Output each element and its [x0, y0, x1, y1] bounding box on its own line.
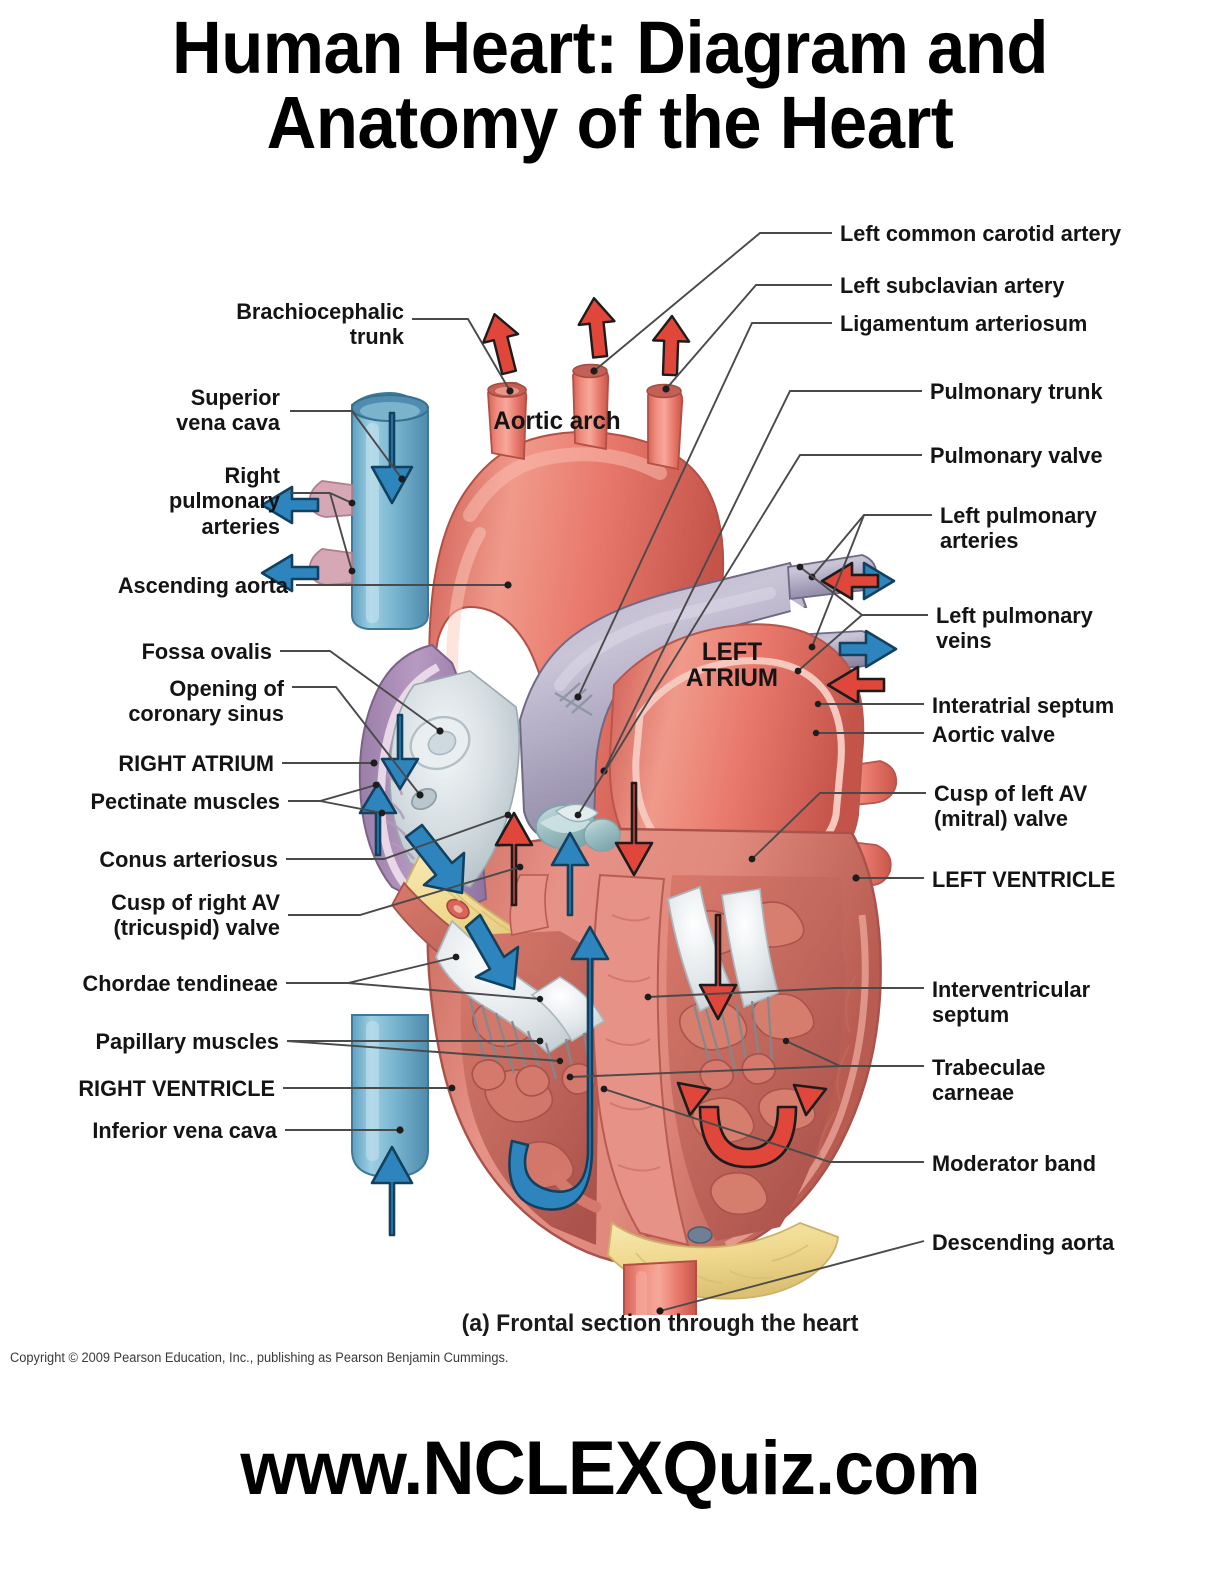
arrow-rpa-upper: [260, 485, 320, 525]
label-left-common-carotid-artery: Left common carotid artery: [840, 221, 1122, 246]
label-right-atrium: RIGHT ATRIUM: [118, 751, 275, 776]
arrow-ascending-aorta-up: [494, 811, 534, 907]
label-left-pulmonary-veins: Left pulmonary veins: [936, 603, 1093, 654]
label-trabeculae-carneae: Trabeculae carneae: [932, 1055, 1046, 1106]
arch-branch-flow-arrows: [481, 296, 691, 377]
leader-lines: [280, 232, 932, 1315]
label-opening-of-coronary-sinus: Opening of coronary sinus: [128, 676, 284, 727]
blood-flow-arrows: [260, 411, 898, 1237]
heart-diagram: Brachiocephalic trunk Superior vena cava…: [0, 215, 1220, 1315]
label-ascending-aorta: Ascending aorta: [117, 573, 288, 598]
arrow-rpa-lower: [260, 553, 320, 593]
label-aortic-valve: Aortic valve: [932, 722, 1056, 747]
arrow-rv-outflow: [508, 925, 610, 1211]
label-left-atrium: LEFT ATRIUM: [685, 638, 779, 693]
label-left-pulmonary-arteries: Left pulmonary arteries: [940, 503, 1097, 554]
arrow-lv-outflow: [698, 1105, 798, 1169]
label-superior-vena-cava: Superior vena cava: [176, 385, 280, 436]
arrow-ra-up: [358, 781, 398, 857]
site-url: www.NCLEXQuiz.com: [240, 1426, 980, 1511]
figure-caption: (a) Frontal section through the heart: [461, 1310, 859, 1337]
label-right-ventricle: RIGHT VENTRICLE: [78, 1076, 275, 1101]
label-papillary-muscles: Papillary muscles: [95, 1029, 279, 1054]
label-fossa-ovalis: Fossa ovalis: [141, 639, 272, 664]
copyright-notice: Copyright © 2009 Pearson Education, Inc.…: [10, 1350, 509, 1365]
heart-anatomy-illustration: [260, 232, 932, 1315]
label-right-pulmonary-arteries: Right pulmonary arteries: [168, 463, 280, 539]
label-pulmonary-valve: Pulmonary valve: [930, 443, 1103, 468]
page-title-line-1: Human Heart: Diagram and: [171, 6, 1049, 89]
page-title-line-2: Anatomy of the Heart: [266, 81, 954, 165]
arrow-ivc-up: [370, 1145, 414, 1237]
label-conus-arteriosus: Conus arteriosus: [99, 847, 278, 872]
label-descending-aorta: Descending aorta: [932, 1230, 1115, 1255]
label-interatrial-septum: Interatrial septum: [932, 693, 1115, 718]
descending-aorta-vessel: [623, 1259, 697, 1315]
label-chordae-tendineae: Chordae tendineae: [82, 971, 279, 996]
arrow-aortic-valve-flow: [614, 781, 654, 877]
interventricular-septum-structure: [591, 873, 690, 1247]
label-ligamentum-arteriosum: Ligamentum arteriosum: [840, 311, 1088, 336]
label-cusp-of-right-av-valve: Cusp of right AV (tricuspid) valve: [111, 890, 280, 941]
arrow-lpv-upper: [820, 561, 880, 601]
left-atrium-chamber: [608, 623, 865, 881]
superior-vena-cava-vessel: [351, 391, 429, 630]
page-title: Human Heart: Diagram and Anatomy of the …: [43, 10, 1178, 161]
arrow-tricuspid-flow: [464, 913, 520, 991]
label-inferior-vena-cava: Inferior vena cava: [92, 1118, 277, 1143]
arrow-ra-down: [380, 713, 420, 791]
arrow-pulmonary-trunk-up: [550, 831, 590, 917]
label-left-ventricle: LEFT VENTRICLE: [932, 867, 1116, 892]
label-left-subclavian-artery: Left subclavian artery: [840, 273, 1065, 298]
label-pectinate-muscles: Pectinate muscles: [90, 789, 281, 814]
label-brachiocephalic-trunk: Brachiocephalic trunk: [236, 299, 404, 350]
label-moderator-band: Moderator band: [932, 1151, 1097, 1176]
label-interventricular-septum: Interventricular septum: [932, 977, 1091, 1028]
arrow-lpv-lower: [826, 665, 886, 705]
label-aortic-arch: Aortic arch: [493, 407, 621, 435]
arrow-lpa-lower: [838, 629, 898, 669]
label-cusp-of-left-av-valve: Cusp of left AV (mitral) valve: [934, 781, 1088, 832]
arrow-ra-to-rv: [404, 823, 466, 895]
label-pulmonary-trunk: Pulmonary trunk: [930, 379, 1103, 404]
